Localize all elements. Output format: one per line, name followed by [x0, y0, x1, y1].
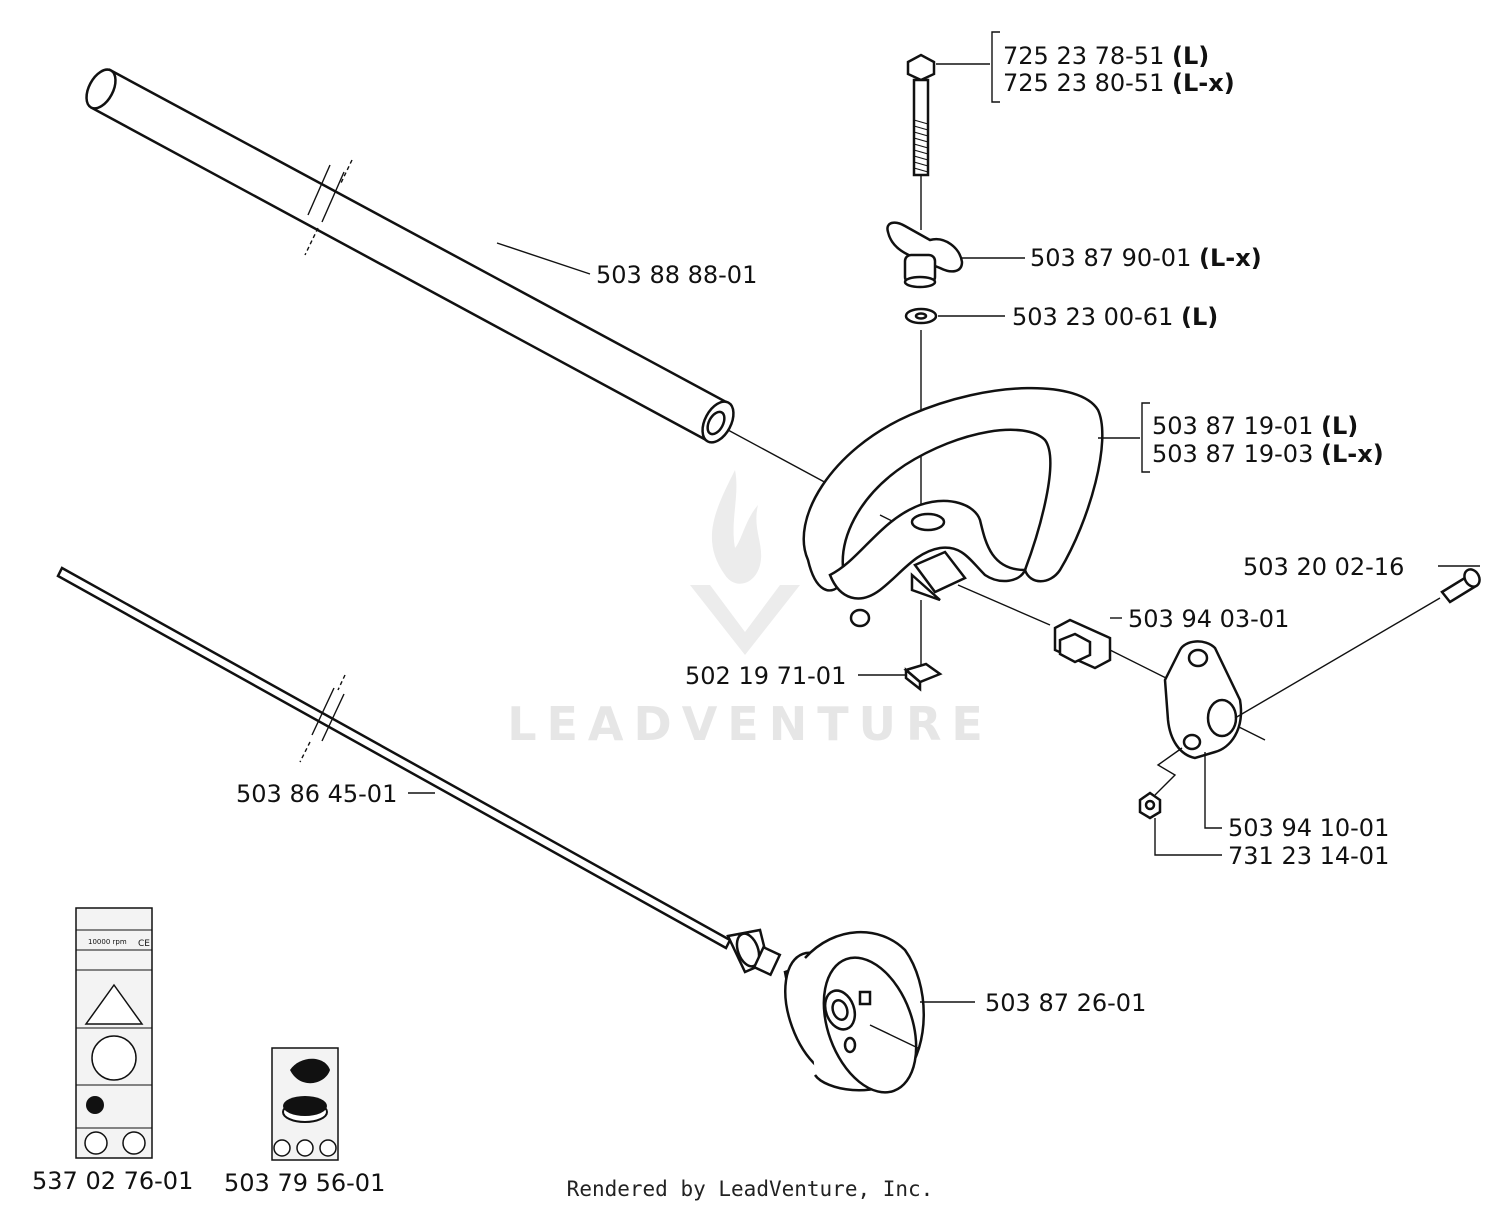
label-drive-shaft: 503 86 45-01 [236, 780, 397, 808]
hand-icon [86, 1096, 104, 1114]
tube-part [85, 68, 735, 444]
label-tube: 503 88 88-01 [596, 261, 757, 289]
label-square-nut: 502 19 71-01 [685, 662, 846, 690]
square-nut-part [903, 662, 943, 692]
decal-small [271, 1047, 339, 1161]
knob-part [886, 221, 964, 289]
label-washer: 503 23 00-61 (L) [1012, 303, 1218, 331]
trimmer-head-icon [290, 1058, 330, 1084]
clutch-drum-part [784, 931, 925, 1094]
prohibit-icon-2 [296, 1139, 314, 1157]
operator-circle-icon [91, 1035, 137, 1081]
label-decal-large: 537 02 76-01 [32, 1167, 193, 1195]
screw-part [1440, 568, 1481, 604]
nut-part [1138, 791, 1162, 820]
footer-credit: Rendered by LeadVenture, Inc. [567, 1177, 934, 1201]
label-screw: 503 20 02-16 [1243, 553, 1404, 581]
label-decal-small: 503 79 56-01 [224, 1169, 385, 1197]
leader-lines [408, 31, 1480, 1003]
bracket-part [1163, 640, 1243, 760]
warning-triangle-icon [84, 983, 144, 1025]
ce-label: CE [138, 939, 150, 949]
label-nut: 731 23 14-01 [1228, 842, 1389, 870]
label-bolt-alt: 725 23 80-51 (L-x) [1003, 69, 1235, 97]
drive-shaft-part [56, 566, 812, 1000]
label-clutch-drum: 503 87 26-01 [985, 989, 1146, 1017]
gear-icon [84, 1131, 108, 1155]
watermark: LEADVENTURE [507, 470, 993, 751]
label-clamp-block: 503 94 03-01 [1128, 605, 1289, 633]
label-bracket: 503 94 10-01 [1228, 814, 1389, 842]
label-handle: 503 87 19-01 (L) [1152, 412, 1358, 440]
label-bolt: 725 23 78-51 (L) [1003, 42, 1209, 70]
prohibit-icon-1 [273, 1139, 291, 1157]
clamp-block-part [1053, 618, 1112, 670]
label-handle-alt: 503 87 19-03 (L-x) [1152, 440, 1384, 468]
gear-icon-2 [122, 1131, 146, 1155]
handle-part [802, 386, 1104, 628]
label-knob: 503 87 90-01 (L-x) [1030, 244, 1262, 272]
prohibit-icon-3 [319, 1139, 337, 1157]
flame-logo-icon [711, 470, 762, 584]
rpm-label: 10000 rpm [88, 938, 127, 946]
decal-large: 10000 rpm CE [75, 907, 153, 1159]
v-logo-icon [690, 585, 800, 655]
part-labels: 725 23 78-51 (L) 725 23 80-51 (L-x) 503 … [32, 42, 1404, 1197]
watermark-text: LEADVENTURE [507, 697, 993, 751]
washer-part [904, 307, 938, 325]
bolt-part [906, 53, 936, 177]
